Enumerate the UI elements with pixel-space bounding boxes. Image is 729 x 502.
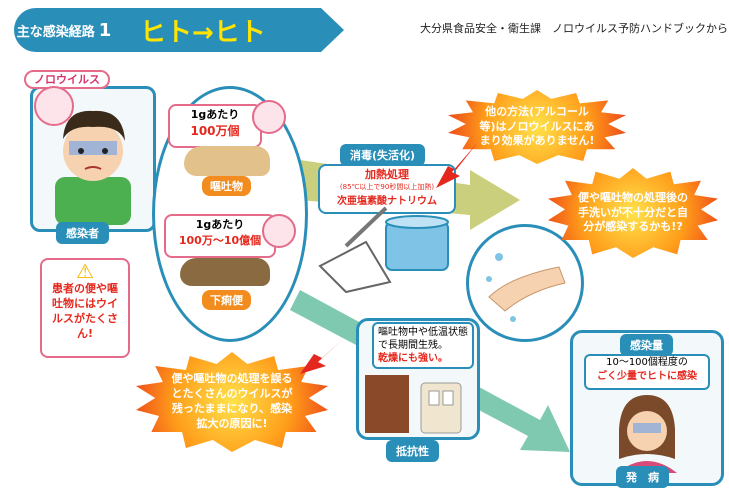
route-number: 1 <box>98 19 112 41</box>
handwash-warning-text: 便や嘔吐物の処理後の手洗いが不十分だと自分が感染するかも!? <box>578 190 688 234</box>
resistance-box: 嘔吐物中や低温状態で長期間生残。 乾燥にも強い。 <box>372 322 474 369</box>
resistance-text: 嘔吐物中や低温状態で長期間生残。 <box>378 327 468 351</box>
method-heat: 加熱処理 <box>365 168 409 181</box>
virus-icon <box>252 100 286 134</box>
resistance-label: 抵抗性 <box>386 440 439 462</box>
virus-pill: ノロウイルス <box>24 68 110 89</box>
disinfection-methods: 加熱処理 (85℃以上で90秒間以上加熱) 次亜塩素酸ナトリウム <box>318 164 456 214</box>
stool-label: 下痢便 <box>202 290 251 310</box>
warning-icon: ⚠ <box>76 259 94 283</box>
infection-amount-line-2: ごく少量でヒトに感染 <box>597 371 697 382</box>
vomit-amount: 100万個 <box>190 124 240 138</box>
sick-woman-illustration <box>617 395 677 473</box>
stool-illustration <box>180 258 270 286</box>
onset-caption: 発 病 <box>616 466 669 488</box>
method-heat-note: (85℃以上で90秒間以上加熱) <box>339 183 435 191</box>
disinfection-heading: 消毒(失活化) <box>340 144 426 166</box>
handwash-circle <box>466 224 584 342</box>
virus-label: ノロウイルス <box>24 70 110 89</box>
warning-text: 患者の便や嘔吐物にはウイルスがたくさん! <box>52 282 118 340</box>
mishandling-warning-text: 便や嘔吐物の処理を誤るとたくさんのウイルスが残ったままになり、感染拡大の原因に! <box>171 372 293 430</box>
method-chlorine: 次亜塩素酸ナトリウム <box>337 196 437 207</box>
stool-count-box: 1gあたり 100万～10億個 <box>164 214 276 258</box>
infection-amount-line-1: 10～100個程度の <box>606 357 688 368</box>
bucket-mop-illustration <box>318 206 449 294</box>
stool-amount: 100万～10億個 <box>178 234 262 247</box>
virus-icon <box>262 214 296 248</box>
vomit-per-gram: 1gあたり <box>190 108 240 121</box>
sick-person-illustration <box>55 110 131 225</box>
patient-caption: 感染者 <box>56 222 109 244</box>
source-credit: 大分県食品安全・衛生課 ノロウイルス予防ハンドブックから <box>420 22 728 35</box>
warning-card: ⚠ 患者の便や嘔吐物にはウイルスがたくさん! <box>40 258 130 358</box>
red-arrow <box>300 338 344 374</box>
vomit-count-box: 1gあたり 100万個 <box>168 104 262 148</box>
infection-amount-heading: 感染量 <box>620 334 673 356</box>
hand-illustration <box>486 253 566 322</box>
red-arrow <box>436 142 478 188</box>
vomit-illustration <box>184 146 270 176</box>
page-title: ヒト→ヒト <box>140 17 266 48</box>
route-label: 主な感染経路 <box>16 24 95 40</box>
route-label-banner: 主な感染経路 1 <box>14 8 114 52</box>
virus-icon <box>34 86 74 126</box>
title-banner: ヒト→ヒト <box>114 8 344 52</box>
door-switch-illustration <box>365 375 462 434</box>
stool-per-gram: 1gあたり <box>195 218 245 231</box>
alcohol-warning-text: 他の方法(アルコール等)はノロウイルスにあまり効果がありません! <box>479 104 595 148</box>
infection-amount-box: 10～100個程度の ごく少量でヒトに感染 <box>584 354 710 390</box>
resistance-emphasis: 乾燥にも強い。 <box>378 353 448 364</box>
vomit-label: 嘔吐物 <box>202 176 251 196</box>
